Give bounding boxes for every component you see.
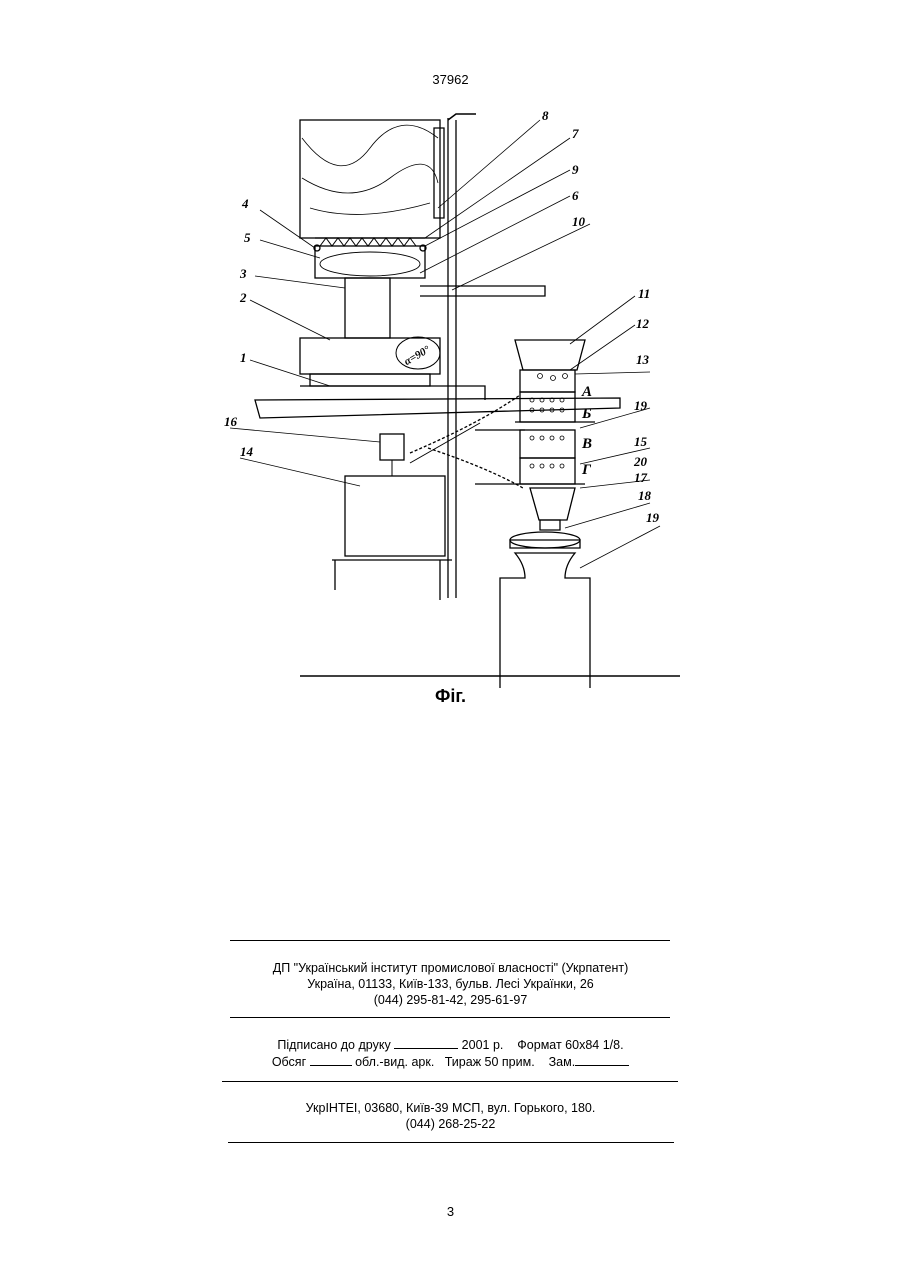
print-info-line-1: Підписано до друку 2001 р. Формат 60x84 … — [0, 1036, 901, 1053]
printer-address: УкрІНТЕІ, 03680, Київ-39 МСП, вул. Горьк… — [0, 1100, 901, 1116]
print-info-block: Підписано до друку 2001 р. Формат 60x84 … — [0, 1036, 901, 1070]
divider — [230, 940, 670, 941]
angle-label: α=90° — [402, 343, 433, 368]
volume-unit: обл.-вид. арк. — [355, 1055, 434, 1069]
figure-caption: Фіг. — [0, 686, 901, 707]
publisher-block: ДП "Український інститут промислової вла… — [0, 960, 901, 1008]
part-label: 9 — [572, 162, 579, 177]
divider — [222, 1081, 678, 1082]
part-label: 2 — [239, 290, 247, 305]
volume-label: Обсяг — [272, 1055, 306, 1069]
printer-block: УкрІНТЕІ, 03680, Київ-39 МСП, вул. Горьк… — [0, 1100, 901, 1132]
part-label: 4 — [241, 196, 249, 211]
patent-figure-drawing: 4 5 3 2 1 8 7 9 6 10 11 12 13 19 15 20 1… — [220, 108, 680, 688]
printer-phone: (044) 268-25-22 — [0, 1116, 901, 1132]
part-label: 10 — [572, 214, 586, 229]
hopper — [300, 120, 440, 238]
part-label: 1 — [240, 350, 247, 365]
publisher-address: Україна, 01133, Київ-133, бульв. Лесі Ук… — [0, 976, 901, 992]
print-info-line-2: Обсяг обл.-вид. арк. Тираж 50 прим. Зам. — [0, 1053, 901, 1070]
part-label: 17 — [634, 470, 648, 485]
order-blank — [575, 1053, 629, 1066]
part-label: 5 — [244, 230, 251, 245]
publisher-name: ДП "Український інститут промислової вла… — [0, 960, 901, 976]
run-text: Тираж 50 прим. — [445, 1055, 535, 1069]
part-label: 6 — [572, 188, 579, 203]
signed-label: Підписано до друку — [277, 1038, 390, 1052]
page-number: 3 — [0, 1204, 901, 1219]
patent-number: 37962 — [0, 72, 901, 87]
part-label: 7 — [572, 126, 579, 141]
zone-label: В — [581, 436, 592, 452]
part-label: 20 — [633, 454, 648, 469]
part-label: 15 — [634, 434, 648, 449]
date-blank — [394, 1036, 458, 1049]
part-label: 18 — [638, 488, 652, 503]
order-label: Зам. — [549, 1055, 576, 1069]
format-text: Формат 60x84 1/8. — [517, 1038, 623, 1052]
part-label: 12 — [636, 316, 650, 331]
zone-label: Г — [581, 462, 592, 478]
divider — [228, 1142, 674, 1143]
part-label: 14 — [240, 444, 254, 459]
part-label: 8 — [542, 108, 549, 123]
zone-label: А — [581, 384, 592, 400]
part-label: 16 — [224, 414, 238, 429]
publisher-phone: (044) 295-81-42, 295-61-97 — [0, 992, 901, 1008]
part-label: 19 — [634, 398, 648, 413]
zone-label: Б — [581, 406, 592, 422]
part-label: 3 — [239, 266, 247, 281]
part-label: 19 — [646, 510, 660, 525]
volume-blank — [310, 1053, 352, 1066]
part-label: 13 — [636, 352, 650, 367]
part-label: 11 — [638, 286, 650, 301]
year-text: 2001 р. — [462, 1038, 504, 1052]
divider — [230, 1017, 670, 1018]
